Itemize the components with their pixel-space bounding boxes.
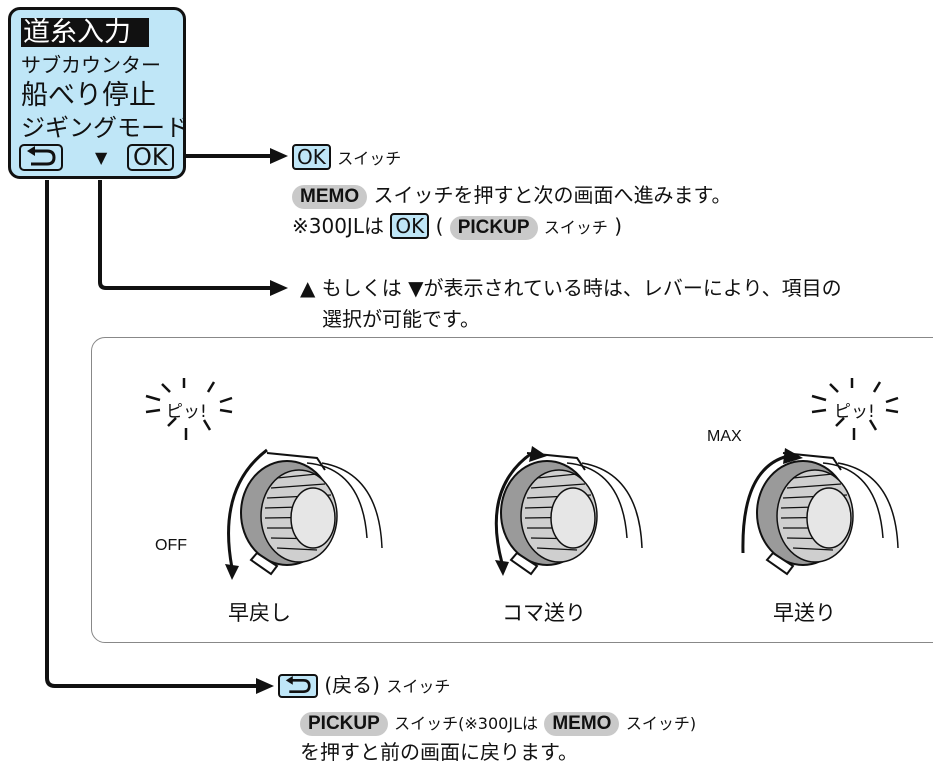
back-description-line2: を押すと前の画面に戻ります。 xyxy=(300,740,578,764)
off-label: OFF xyxy=(155,537,187,554)
lcd-menu-item: 船べり停止 xyxy=(21,80,156,111)
back-key-icon xyxy=(278,674,318,698)
lcd-menu-item: サブカウンター xyxy=(21,53,161,77)
ok-key-icon: OK xyxy=(292,144,331,170)
back-end-text: スイッチ) xyxy=(625,714,697,733)
ok-annotation: OK スイッチ xyxy=(292,144,401,170)
lever-knob-rewind xyxy=(225,448,383,580)
ok-key-icon: OK xyxy=(390,213,430,239)
lever-description-line2: 選択が可能です。 xyxy=(322,307,480,331)
arrowhead-down xyxy=(270,280,288,296)
note-switch: スイッチ xyxy=(543,218,608,237)
note-300jl: ※300JLは OK ( PICKUP スイッチ ) xyxy=(292,213,622,240)
caption-forward: 早送り xyxy=(773,601,836,625)
back-switch-label: スイッチ xyxy=(386,677,451,696)
lever-illustration-panel xyxy=(91,337,933,643)
pickup-key-icon: PICKUP xyxy=(300,712,388,736)
arrowhead-back xyxy=(256,678,274,694)
note-close-paren: ) xyxy=(614,214,623,238)
note-prefix: ※300JLは xyxy=(292,214,384,238)
lever-knob-step xyxy=(494,446,643,576)
memo-key-icon: MEMO xyxy=(544,712,620,736)
lcd-menu-item: ジギングモード xyxy=(21,114,189,142)
pickup-key-icon: PICKUP xyxy=(449,216,538,240)
back-arrow-icon xyxy=(285,676,311,693)
lcd-screen: 道糸入力 サブカウンター 船べり停止 ジギングモード ▼ OK xyxy=(8,7,189,179)
note-open-paren: ( xyxy=(435,214,444,238)
memo-key-icon: MEMO xyxy=(292,185,368,209)
back-description-line1: PICKUP スイッチ(※300JLは MEMO スイッチ) xyxy=(300,710,696,736)
back-arrow-icon xyxy=(27,146,56,166)
back-paren-label: (戻る) xyxy=(324,673,380,697)
lcd-back-button[interactable] xyxy=(19,144,63,171)
back-connector xyxy=(45,180,258,688)
memo-description: スイッチを押すと次の画面へ進みます。 xyxy=(373,183,732,207)
beep-label: ピッ! xyxy=(166,402,207,422)
beep-burst-right xyxy=(811,378,899,440)
back-mid-text: スイッチ(※300JLは xyxy=(394,714,538,733)
caption-step: コマ送り xyxy=(502,601,586,625)
caption-rewind: 早戻し xyxy=(228,601,291,625)
memo-annotation: MEMO スイッチを押すと次の画面へ進みます。 xyxy=(292,183,731,209)
beep-burst-left xyxy=(145,378,233,440)
switch-label: スイッチ xyxy=(337,149,402,168)
down-connector xyxy=(98,180,272,290)
scroll-down-indicator: ▼ xyxy=(95,148,108,167)
lever-description-line1: ▲ もしくは ▼が表示されている時は、レバーにより、項目の xyxy=(300,276,842,300)
lcd-menu-item-selected: 道糸入力 xyxy=(21,18,149,47)
lcd-ok-button[interactable]: OK xyxy=(127,144,174,171)
arrowhead-ok xyxy=(270,148,288,164)
beep-label: ピッ! xyxy=(834,402,875,422)
lever-knob-forward xyxy=(741,448,899,575)
back-annotation: (戻る) スイッチ xyxy=(278,673,450,698)
max-label: MAX xyxy=(707,428,742,445)
